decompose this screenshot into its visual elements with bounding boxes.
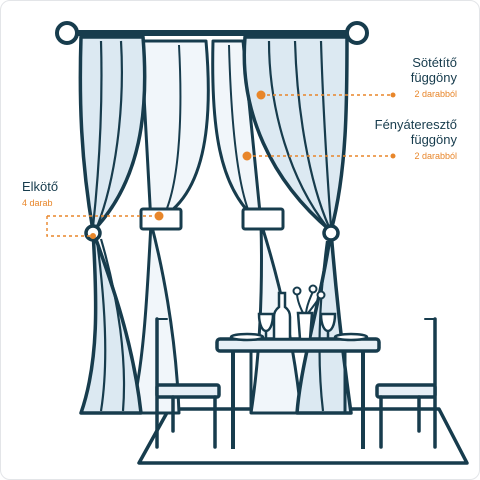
blackout-fold bbox=[95, 240, 107, 412]
sheer-marker bbox=[242, 151, 252, 161]
blackout-fold bbox=[318, 240, 329, 412]
wine-glass-icon bbox=[319, 312, 337, 339]
sheer-curtain-label: Fényáteresztő függöny 2 darabból bbox=[374, 117, 457, 161]
flower-icon bbox=[292, 286, 302, 296]
blackout-title-line2: függöny bbox=[410, 69, 457, 85]
tieback-holder-right bbox=[322, 224, 340, 242]
tieback-quantity: 4 darab bbox=[22, 197, 53, 208]
rod-finial-right bbox=[345, 21, 369, 45]
vase-icon bbox=[296, 311, 314, 341]
sheer-curtain-left bbox=[129, 39, 210, 415]
blackout-fold bbox=[319, 40, 333, 228]
flower-icon bbox=[316, 290, 326, 300]
bottle-icon bbox=[272, 291, 292, 341]
blackout-curtain-label: Sötétítő függöny 2 darabból bbox=[410, 55, 457, 99]
blackout-curtain-left bbox=[78, 35, 147, 415]
tieback-label: Elkötő 4 darab bbox=[22, 179, 59, 208]
plate-icon bbox=[229, 332, 265, 342]
table-top bbox=[215, 337, 381, 353]
chair-right bbox=[375, 317, 437, 449]
chair-left bbox=[155, 317, 221, 449]
tieback-marker bbox=[90, 233, 96, 239]
flower-icon bbox=[308, 284, 318, 294]
blackout-fold bbox=[91, 40, 103, 228]
tieback-title: Elkötő bbox=[22, 179, 59, 194]
sheer-title-line1: Fényáteresztő bbox=[374, 117, 457, 132]
blackout-fold bbox=[267, 40, 328, 228]
sheer-quantity: 2 darabból bbox=[414, 150, 457, 161]
tieback-leader-line bbox=[46, 215, 159, 237]
wine-glass-icon bbox=[257, 312, 275, 339]
sheer-title-line2: függöny bbox=[410, 131, 457, 147]
blackout-fold bbox=[293, 40, 331, 228]
rod-finial-left bbox=[55, 21, 79, 45]
blackout-quantity: 2 darabból bbox=[414, 88, 457, 99]
floor-rug bbox=[137, 407, 469, 465]
blackout-title-line1: Sötétítő bbox=[412, 55, 457, 70]
sheer-tieback-right bbox=[241, 207, 285, 231]
blackout-marker bbox=[256, 90, 266, 100]
blackout-marker-end bbox=[390, 92, 396, 98]
blackout-fold bbox=[99, 238, 126, 412]
blackout-fold bbox=[95, 40, 123, 228]
tieback-marker bbox=[154, 211, 164, 221]
plate-icon bbox=[333, 332, 369, 342]
sheer-marker-end bbox=[390, 153, 396, 159]
